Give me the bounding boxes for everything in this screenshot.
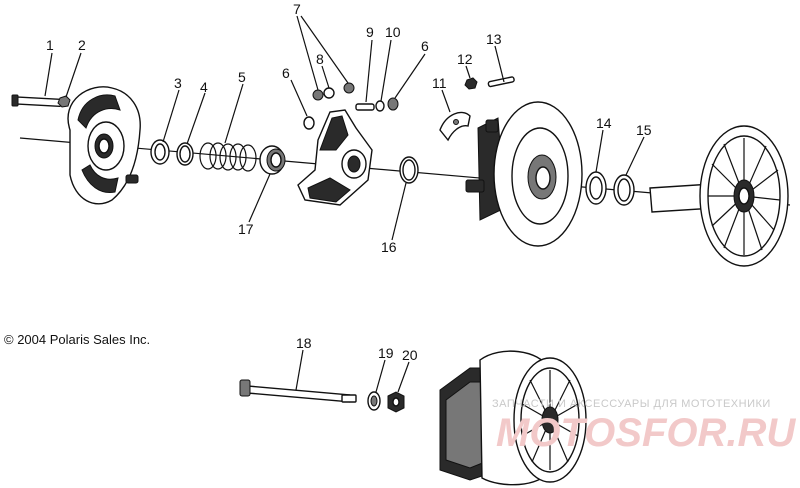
- part-6-roller-left: [303, 116, 315, 130]
- part-11-weight: [439, 111, 471, 142]
- callout-11: 11: [432, 75, 447, 91]
- callout-2: 2: [78, 37, 86, 53]
- callout-18: 18: [296, 335, 312, 351]
- callout-6-right: 6: [421, 38, 429, 54]
- callout-8: 8: [316, 51, 324, 67]
- callout-16: 16: [381, 239, 397, 255]
- part-12-nut: [464, 77, 478, 90]
- part-15-bushing: [613, 174, 635, 206]
- callout-10: 10: [385, 24, 401, 40]
- part-6-roller-right: [387, 97, 399, 111]
- callout-4: 4: [200, 79, 208, 95]
- watermark: ЗАПЧАСТИ И АКСЕССУАРЫ ДЛЯ МОТОТЕХНИКИ MO…: [492, 398, 796, 455]
- callout-1: 1: [46, 37, 54, 53]
- cover-plate: [67, 86, 141, 205]
- part-20-nut: [387, 391, 405, 413]
- callout-7: 7: [293, 1, 301, 17]
- part-5-spring: [199, 142, 257, 172]
- part-14-bushing: [585, 171, 607, 205]
- watermark-brand: MOTOSFOR.RU: [496, 411, 796, 455]
- part-18-bolt: [239, 379, 357, 403]
- callout-5: 5: [238, 69, 246, 85]
- leader-lines: [44, 15, 645, 393]
- part-7-rollers: [312, 82, 355, 101]
- callout-9: 9: [366, 24, 374, 40]
- callout-15: 15: [636, 122, 652, 138]
- callout-12: 12: [457, 51, 473, 67]
- part-13-pin: [487, 76, 515, 88]
- callout-6-left: 6: [282, 65, 290, 81]
- part-10-bushing: [375, 100, 385, 112]
- callout-19: 19: [378, 345, 394, 361]
- part-17-ring: [259, 145, 286, 175]
- callout-13: 13: [486, 31, 502, 47]
- callout-14: 14: [596, 115, 612, 131]
- watermark-caption: ЗАПЧАСТИ И АКСЕССУАРЫ ДЛЯ МОТОТЕХНИКИ: [492, 398, 771, 410]
- assembled-clutch: [439, 350, 587, 486]
- part-19-washer: [367, 391, 381, 411]
- part-fixed-sheave: [649, 125, 789, 267]
- part-spider: [297, 109, 373, 206]
- part-1-bolt: [11, 94, 63, 107]
- part-4-washer: [176, 142, 194, 166]
- callout-3: 3: [174, 75, 182, 91]
- part-16-snap-ring: [399, 156, 419, 184]
- callout-20: 20: [402, 347, 418, 363]
- copyright-text: © 2004 Polaris Sales Inc.: [4, 332, 150, 347]
- callout-17: 17: [238, 221, 254, 237]
- part-moveable-sheave: [465, 101, 583, 247]
- callout-numbers: 1 2 3 4 5 6 7 8 9 10 6 11 12 13 14 15 16…: [46, 1, 652, 363]
- part-8-washer: [323, 87, 335, 99]
- part-3-bushing: [150, 139, 170, 165]
- part-9-pin: [355, 103, 375, 111]
- part-2-nut: [57, 95, 71, 108]
